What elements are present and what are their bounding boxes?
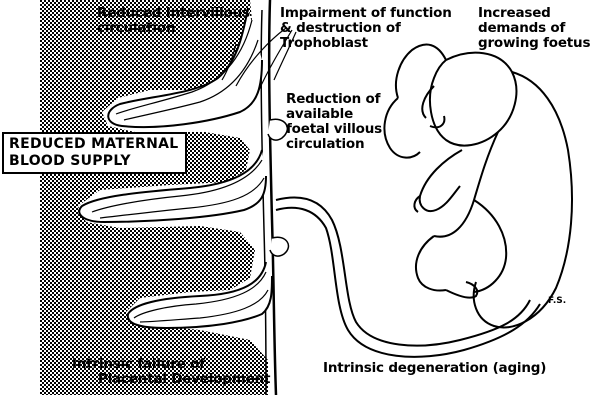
label-intrinsic-degeneration: Intrinsic degeneration (aging)	[323, 361, 546, 376]
umbilical-cord	[276, 197, 530, 345]
label-increased-demands: Increased demands of growing foetus	[478, 6, 590, 51]
label-reduced-maternal-blood-supply: REDUCED MATERNAL BLOOD SUPPLY	[2, 132, 187, 174]
label-intrinsic-failure: Intrinsic failure of Placental Developme…	[72, 357, 270, 387]
foetus-figure	[384, 45, 572, 328]
label-impairment-trophoblast: Impairment of function & destruction of …	[280, 6, 452, 51]
label-reduced-intervillous: Reduced Intervillous circulation	[97, 6, 250, 36]
artist-signature: F.S.	[548, 296, 566, 306]
label-reduction-villous-circulation: Reduction of available foetal villous ci…	[286, 92, 382, 152]
